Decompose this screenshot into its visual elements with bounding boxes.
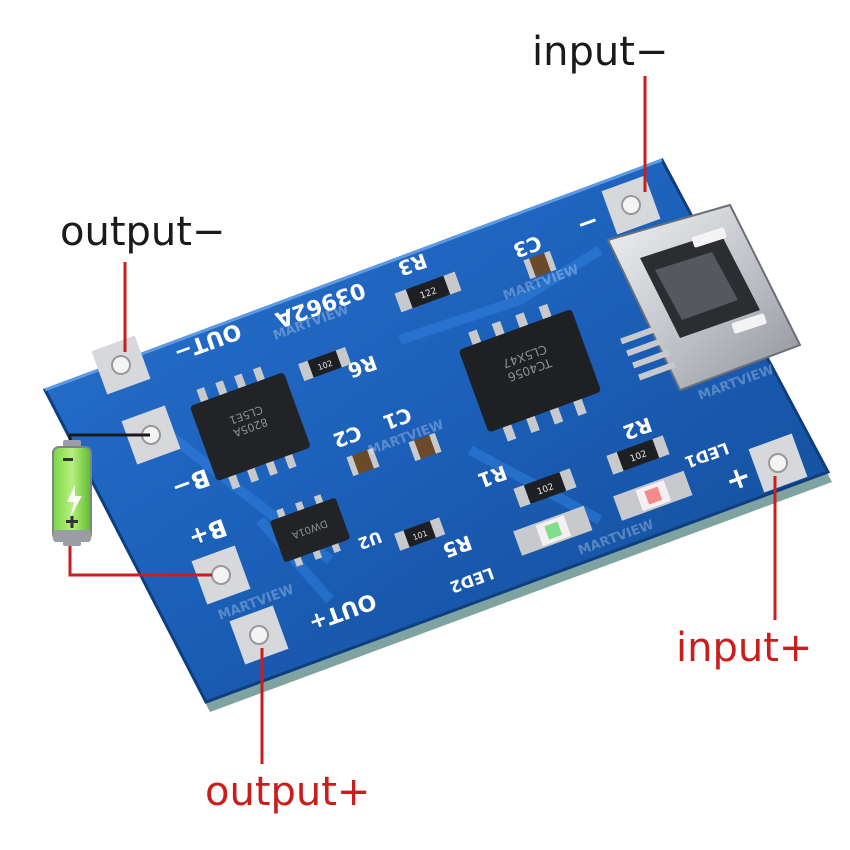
resistor-r1: 102: [513, 468, 577, 508]
callout-input-positive: input+: [676, 625, 813, 671]
resistor-r5: 101: [394, 517, 446, 551]
pad-b-neg: [121, 405, 181, 465]
callout-input-negative: input−: [532, 29, 669, 75]
resistor-r2: 102: [606, 435, 670, 475]
pad-out-pos: [229, 605, 289, 665]
battery-icon: [52, 440, 92, 546]
led-led2: [513, 505, 593, 556]
capacitor-c3: [523, 250, 557, 280]
callout-lines: [68, 76, 777, 764]
resistor-r6: 102: [298, 347, 352, 382]
chip-dw01a: DW01A: [270, 494, 350, 567]
line-battery-neg: [68, 433, 150, 440]
line-battery-pos: [68, 546, 212, 577]
capacitor-c1: [408, 432, 442, 462]
smd-components: 122 102 102 101 102: [298, 250, 693, 556]
capacitor-c2: [346, 447, 380, 477]
led-led1: [613, 470, 693, 521]
micro-usb-connector: [606, 203, 802, 392]
callout-output-positive: output+: [205, 769, 371, 815]
chip-protection-8205a: 8205ACL5E1: [190, 366, 310, 490]
resistor-r3: 122: [394, 271, 462, 313]
pad-out-neg: [91, 335, 151, 395]
callout-output-negative: output−: [60, 209, 226, 255]
chip-charger-tc4056: TC4056CL5X47: [459, 303, 601, 442]
solder-pads: [91, 175, 808, 665]
pad-in-pos: [748, 433, 808, 493]
